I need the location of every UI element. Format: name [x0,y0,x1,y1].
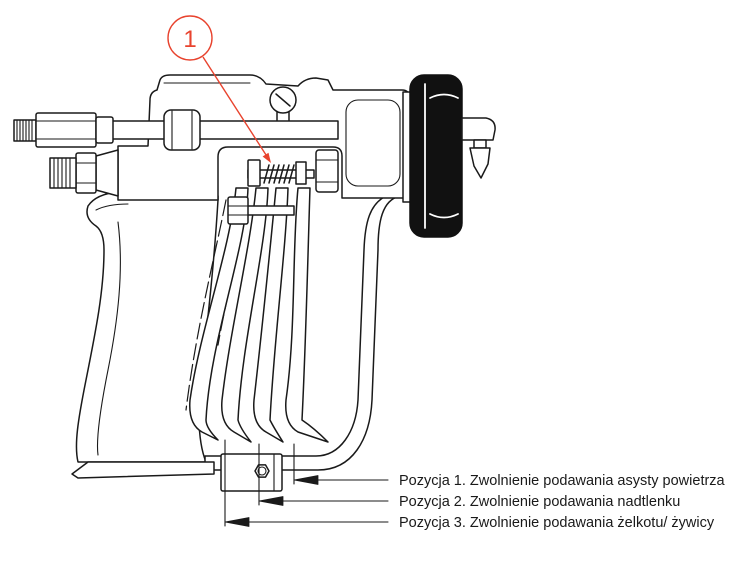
callout-circle [167,15,213,61]
spring-coil [278,164,285,184]
trigger-lever-2 [221,187,269,443]
arrow-position-2 [258,496,284,506]
callout-number: 1 [183,26,196,53]
spring-coil [273,164,280,184]
screw-slot [275,93,291,107]
collar-bolt [257,466,267,476]
nozzle-ring-highlight [429,93,459,99]
rod-coupling [163,109,201,151]
spring-coil [283,164,290,184]
pivot-block [315,149,339,193]
fitting-collar [95,116,114,144]
grip-top-contour [95,203,129,211]
arrow-position-3 [224,517,250,527]
grip-foot-plate [71,461,215,479]
callout: 1 [167,15,271,163]
nozzle-body-frame [345,99,401,187]
spring-nut-right [295,161,307,185]
trigger-lever-1 [189,187,249,441]
arrow-position-1 [293,475,319,485]
lower-hose-fitting [49,149,119,197]
label-position-1: Pozycja 1. Zwolnienie podawania asysty p… [399,473,726,489]
fitting-hex-nut [75,152,97,194]
trigger-lever-3 [253,187,289,443]
grip-back-contour [96,221,121,456]
spring-coil [263,164,270,184]
nozzle-ring-highlight [429,213,459,219]
callout-leader [202,56,269,159]
label-position-3: Pozycja 3. Zwolnienie podawania żelkotu/… [399,515,715,531]
nozzle-ring [409,74,463,238]
bottom-collar [220,453,283,492]
spring-nut-left [247,159,261,187]
fitting-hex-nut [35,112,97,148]
label-position-2: Pozycja 2. Zwolnienie podawania nadtlenk… [399,494,680,510]
callout-arrowhead [262,152,271,163]
fitting-cone [95,149,119,197]
trigger-travel-dashed [185,199,227,411]
pivot-bolt-nut [227,196,249,225]
nozzle-tip-neck [473,139,487,149]
trigger-lever-4 [285,187,329,443]
spring-coil [288,164,295,184]
spring-coil [268,164,275,184]
pivot-bolt-rod [245,205,295,216]
nozzle-tip-cone [469,147,491,179]
nozzle-tip-body [461,117,496,141]
spray-gun [13,74,496,527]
air-rod [111,120,339,140]
top-hose-fitting [13,112,114,148]
